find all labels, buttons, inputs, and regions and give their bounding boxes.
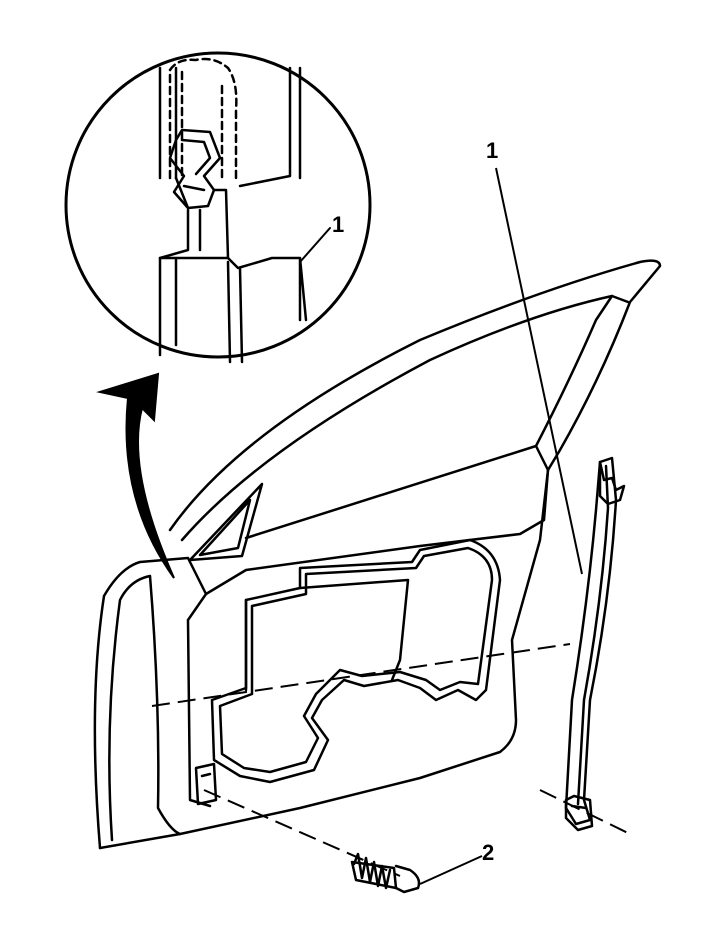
window-frame-inner [180, 294, 614, 542]
detail-clip-dashed [168, 57, 238, 182]
detail-channel-upper [158, 66, 302, 188]
window-frame-outer [168, 259, 662, 532]
detail-view [64, 51, 372, 364]
detail-leader-1 [299, 227, 331, 263]
alignment-line-bottom [539, 789, 631, 835]
door-bottom [98, 468, 550, 850]
window-run-channel [564, 456, 626, 832]
fastener-thread [352, 852, 392, 890]
curved-arrow [96, 372, 175, 579]
channel-inner [576, 464, 610, 806]
detail-circle [64, 51, 372, 359]
alignment-line-fastener [203, 789, 401, 877]
alignment-line-channel [151, 643, 571, 707]
fastener-head [394, 864, 421, 894]
trim-opening [210, 538, 502, 784]
fastener [350, 852, 421, 894]
vent-window [188, 482, 264, 562]
door-assembly [93, 259, 662, 850]
fastener-hole [194, 762, 218, 806]
leader-1 [495, 167, 583, 575]
door-outer-panel [93, 468, 550, 850]
detail-channel-lower [158, 256, 308, 357]
alignment-lines [151, 643, 631, 877]
detail-channel-divider [226, 260, 244, 364]
callout-2: 2 [482, 840, 494, 865]
detail-clip-inner [180, 138, 212, 192]
door-edge-front [108, 574, 182, 842]
callout-detail-1: 1 [332, 212, 344, 237]
callout-1: 1 [486, 138, 498, 163]
leaders [419, 167, 583, 885]
trim-opening-inner [218, 546, 494, 774]
channel-top [598, 460, 626, 506]
channel-outer [564, 456, 618, 826]
window-frame-edge [534, 294, 630, 472]
leader-2 [419, 855, 483, 885]
detail-clip-stem [158, 176, 230, 260]
